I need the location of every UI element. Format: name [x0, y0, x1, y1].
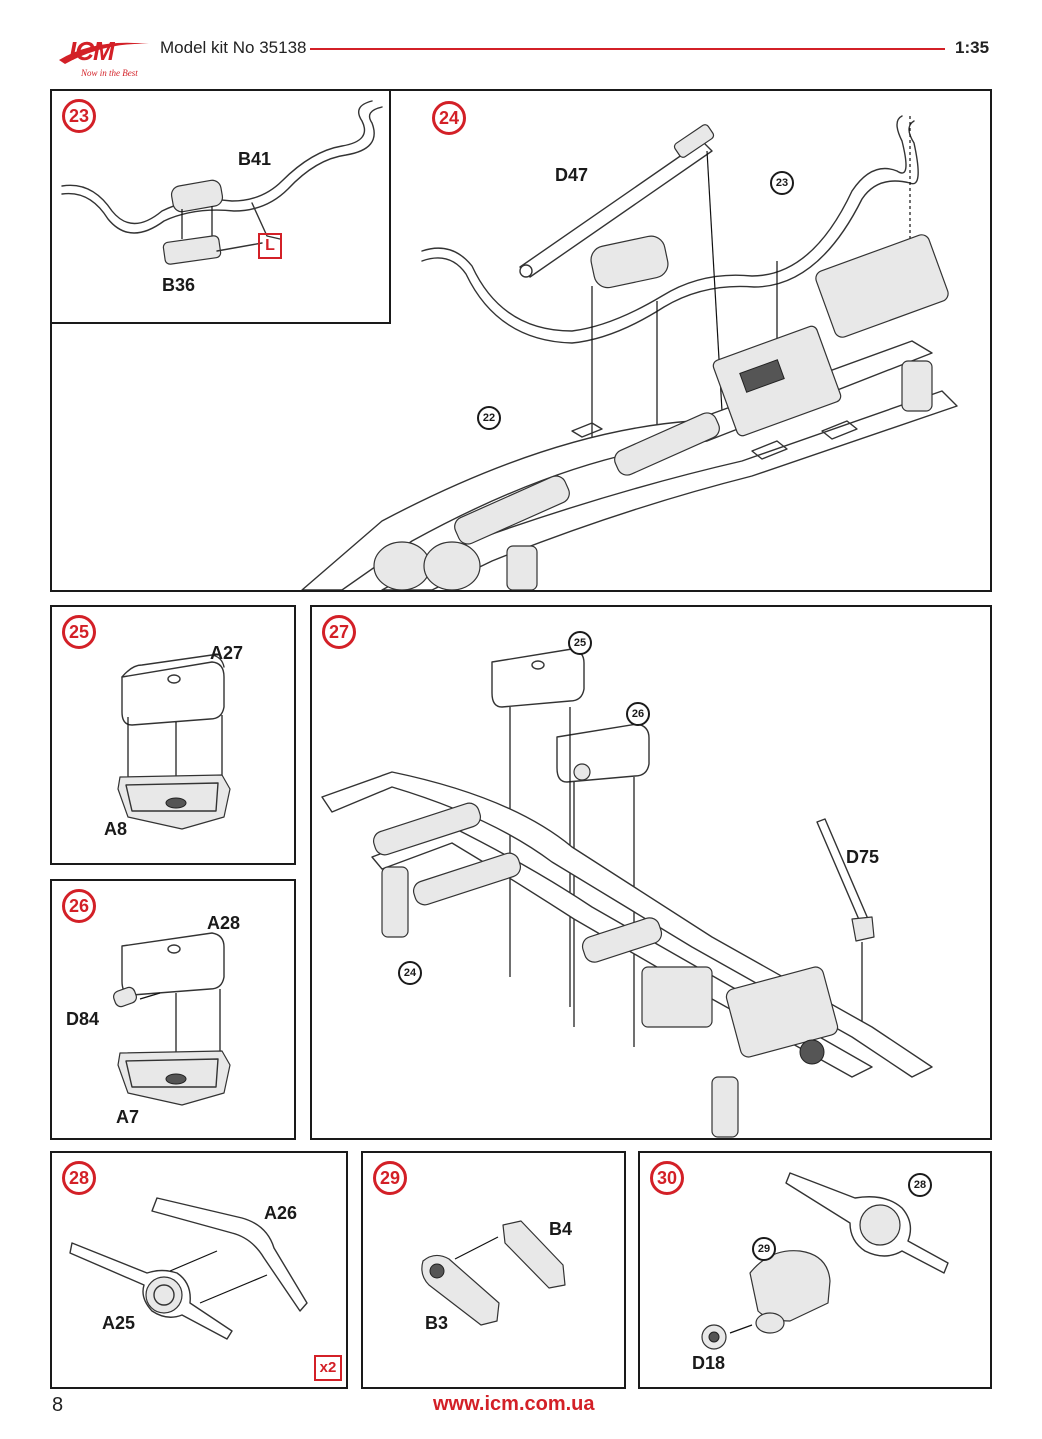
brand-name: ICM [69, 36, 115, 66]
step-number-29: 29 [373, 1161, 407, 1195]
ref-step-23: 23 [770, 171, 794, 195]
step-30-panel: 30 28 29 D18 [638, 1151, 992, 1389]
brand-tagline: Now in the Best [81, 68, 138, 78]
website-link[interactable]: www.icm.com.ua [433, 1393, 595, 1415]
header-rule [310, 48, 945, 50]
differential-halves-illustration [421, 1220, 566, 1326]
page-number: 8 [52, 1394, 64, 1416]
brand-logo: ICM Now in the Best [55, 30, 155, 82]
logo-swoosh-icon [59, 42, 149, 64]
step-26-panel: 26 A28 D84 A7 [50, 879, 296, 1140]
step-23-panel: 23 B41 B36 L [50, 89, 391, 324]
ref-step-28: 28 [908, 1173, 932, 1197]
step-28-panel: 28 A26 A25 x2 [50, 1151, 348, 1389]
part-label-a7: A7 [116, 1107, 140, 1127]
ref-step-24: 24 [398, 961, 422, 985]
step-number-28: 28 [62, 1161, 96, 1195]
part-label-d75: D75 [846, 847, 880, 867]
part-label-a26: A26 [264, 1203, 298, 1223]
axle-assembly-illustration [701, 1172, 949, 1350]
step-25-panel: 25 A27 A8 [50, 605, 296, 865]
scale-label: 1:35 [955, 38, 990, 57]
ref-step-25: 25 [568, 631, 592, 655]
muffler-subassembly-illustration [61, 100, 383, 265]
step-29-panel: 29 B4 B3 [361, 1151, 626, 1389]
part-label-b3: B3 [425, 1313, 449, 1333]
part-label-a28: A28 [207, 913, 241, 933]
header: ICM Now in the Best Model kit No 35138 1… [0, 0, 1042, 88]
fuel-tank-a27-illustration [117, 654, 231, 830]
fuel-tank-a28-illustration [113, 932, 231, 1106]
model-kit-title: Model kit No 35138 [160, 38, 307, 57]
step-number-24: 24 [432, 101, 466, 135]
axle-housing-illustration [69, 1197, 308, 1340]
part-label-b41: B41 [238, 149, 272, 169]
step-number-25: 25 [62, 615, 96, 649]
step-number-27: 27 [322, 615, 356, 649]
part-label-a27: A27 [210, 643, 244, 663]
part-label-a8: A8 [104, 819, 128, 839]
part-label-d84: D84 [66, 1009, 100, 1029]
ref-step-26: 26 [626, 702, 650, 726]
ref-step-29: 29 [752, 1237, 776, 1261]
quantity-badge: x2 [314, 1355, 342, 1381]
step-number-23: 23 [62, 99, 96, 133]
chassis-tanks-illustration [321, 648, 933, 1138]
part-label-b36: B36 [162, 275, 196, 295]
chassis-exhaust-illustration [301, 115, 958, 590]
ref-step-22: 22 [477, 406, 501, 430]
step-number-26: 26 [62, 889, 96, 923]
part-label-b4: B4 [549, 1219, 573, 1239]
part-label-d18: D18 [692, 1353, 726, 1373]
part-label-a25: A25 [102, 1313, 136, 1333]
glue-marker-l: L [258, 233, 282, 259]
part-label-d47: D47 [555, 165, 589, 185]
step-27-panel: 27 25 26 24 D75 [310, 605, 992, 1140]
step-number-30: 30 [650, 1161, 684, 1195]
